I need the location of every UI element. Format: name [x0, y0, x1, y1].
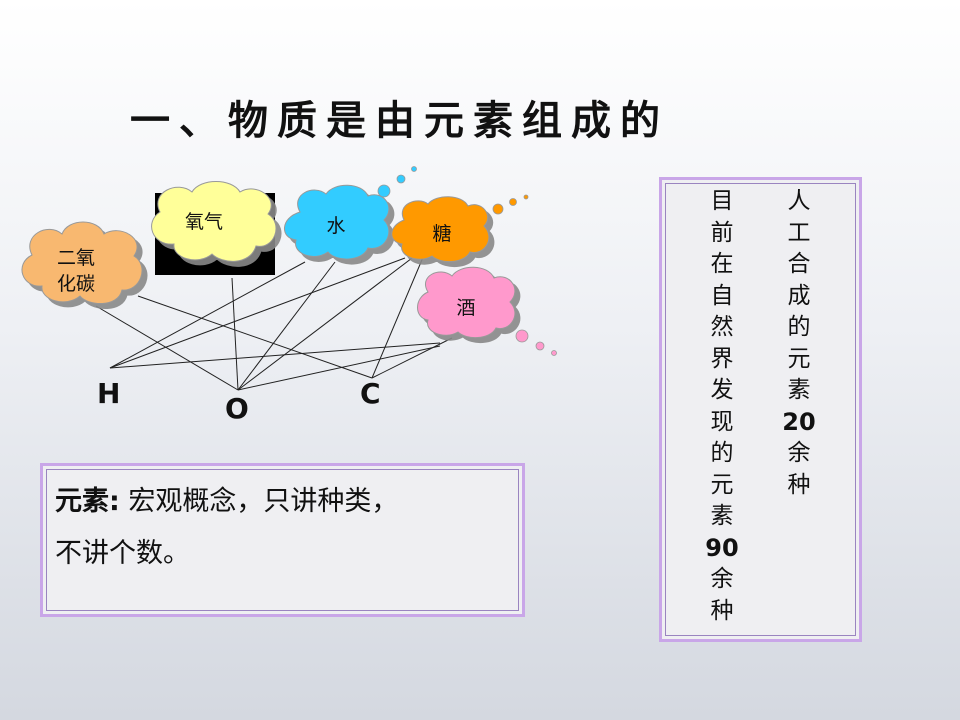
oxygen-label: 氧气: [185, 211, 223, 233]
vertical-char: 发: [710, 377, 734, 403]
vertical-char: 元: [787, 345, 811, 372]
wine-label: 酒: [456, 297, 475, 319]
line-o-sugar: [237, 251, 421, 391]
vertical-char: 工: [787, 219, 811, 246]
definition-line2: 不讲个数。: [55, 538, 190, 569]
line-h-water: [109, 261, 306, 369]
definition-box-inner-border: [46, 469, 519, 611]
co2-cloud: [21, 221, 143, 304]
vertical-char: 的: [787, 314, 811, 340]
natural-elements-column: 目前在自然界发现的元素 90 余种: [700, 186, 744, 627]
vertical-char: 90: [705, 533, 739, 562]
definition-box: 元素: 宏观概念，只讲种类， 不讲个数。: [40, 463, 525, 617]
line-o-oxygen: [231, 277, 239, 391]
vertical-char: 在: [710, 251, 734, 277]
sugar-label: 糖: [432, 223, 451, 245]
sugar-cloud: [391, 196, 490, 262]
line-c-sugar: [371, 254, 425, 379]
vertical-char: 前: [710, 219, 734, 246]
water-thought-bubbles: [377, 166, 417, 198]
element-h: H: [97, 377, 120, 410]
wine-thought-bubbles: [515, 329, 557, 356]
vertical-char: 然: [710, 314, 734, 340]
vertical-char: 目: [710, 188, 734, 214]
line-o-co2: [95, 305, 239, 391]
vertical-char: 界: [710, 345, 734, 372]
line-c-co2: [137, 295, 373, 379]
definition-line1: 元素: 宏观概念，只讲种类，: [55, 476, 512, 528]
element-count-box-inner-border: [665, 183, 856, 636]
page-title: 一、物质是由元素组成的: [130, 97, 669, 144]
vertical-char: 素: [787, 377, 811, 403]
vertical-char: 合: [787, 251, 811, 277]
definition-line1-text: 宏观概念，只讲种类，: [119, 486, 399, 517]
element-o: O: [225, 392, 249, 425]
wine-cloud: [417, 266, 516, 338]
co2-label-line1: 二氧: [57, 247, 95, 269]
synthetic-elements-column: 人工合成的元素 20 余种: [777, 186, 821, 501]
water-label: 水: [326, 215, 345, 237]
vertical-char: 人: [787, 188, 811, 214]
vertical-char: 种: [710, 597, 734, 624]
vertical-char: 余: [710, 566, 734, 592]
sugar-thought-bubbles: [492, 194, 529, 215]
water-cloud: [284, 184, 390, 260]
element-c: C: [360, 377, 381, 410]
line-o-water: [237, 261, 336, 391]
co2-label-line2: 化碳: [57, 273, 95, 295]
definition-text: 元素: 宏观概念，只讲种类， 不讲个数。: [55, 476, 512, 580]
oxygen-cloud: [151, 181, 277, 262]
line-h-wine: [109, 342, 441, 369]
line-h-sugar: [109, 257, 406, 369]
line-o-wine: [237, 345, 441, 391]
definition-term: 元素:: [55, 486, 120, 517]
vertical-char: 20: [782, 407, 816, 436]
vertical-char: 的: [710, 440, 734, 466]
line-c-wine: [371, 337, 453, 379]
connection-lines: [95, 251, 453, 391]
vertical-char: 元: [710, 471, 734, 498]
vertical-char: 现: [710, 408, 734, 435]
vertical-char: 素: [710, 503, 734, 529]
vertical-char: 自: [710, 282, 734, 309]
vertical-char: 种: [787, 471, 811, 498]
vertical-char: 成: [787, 282, 811, 309]
vertical-char: 余: [787, 440, 811, 466]
